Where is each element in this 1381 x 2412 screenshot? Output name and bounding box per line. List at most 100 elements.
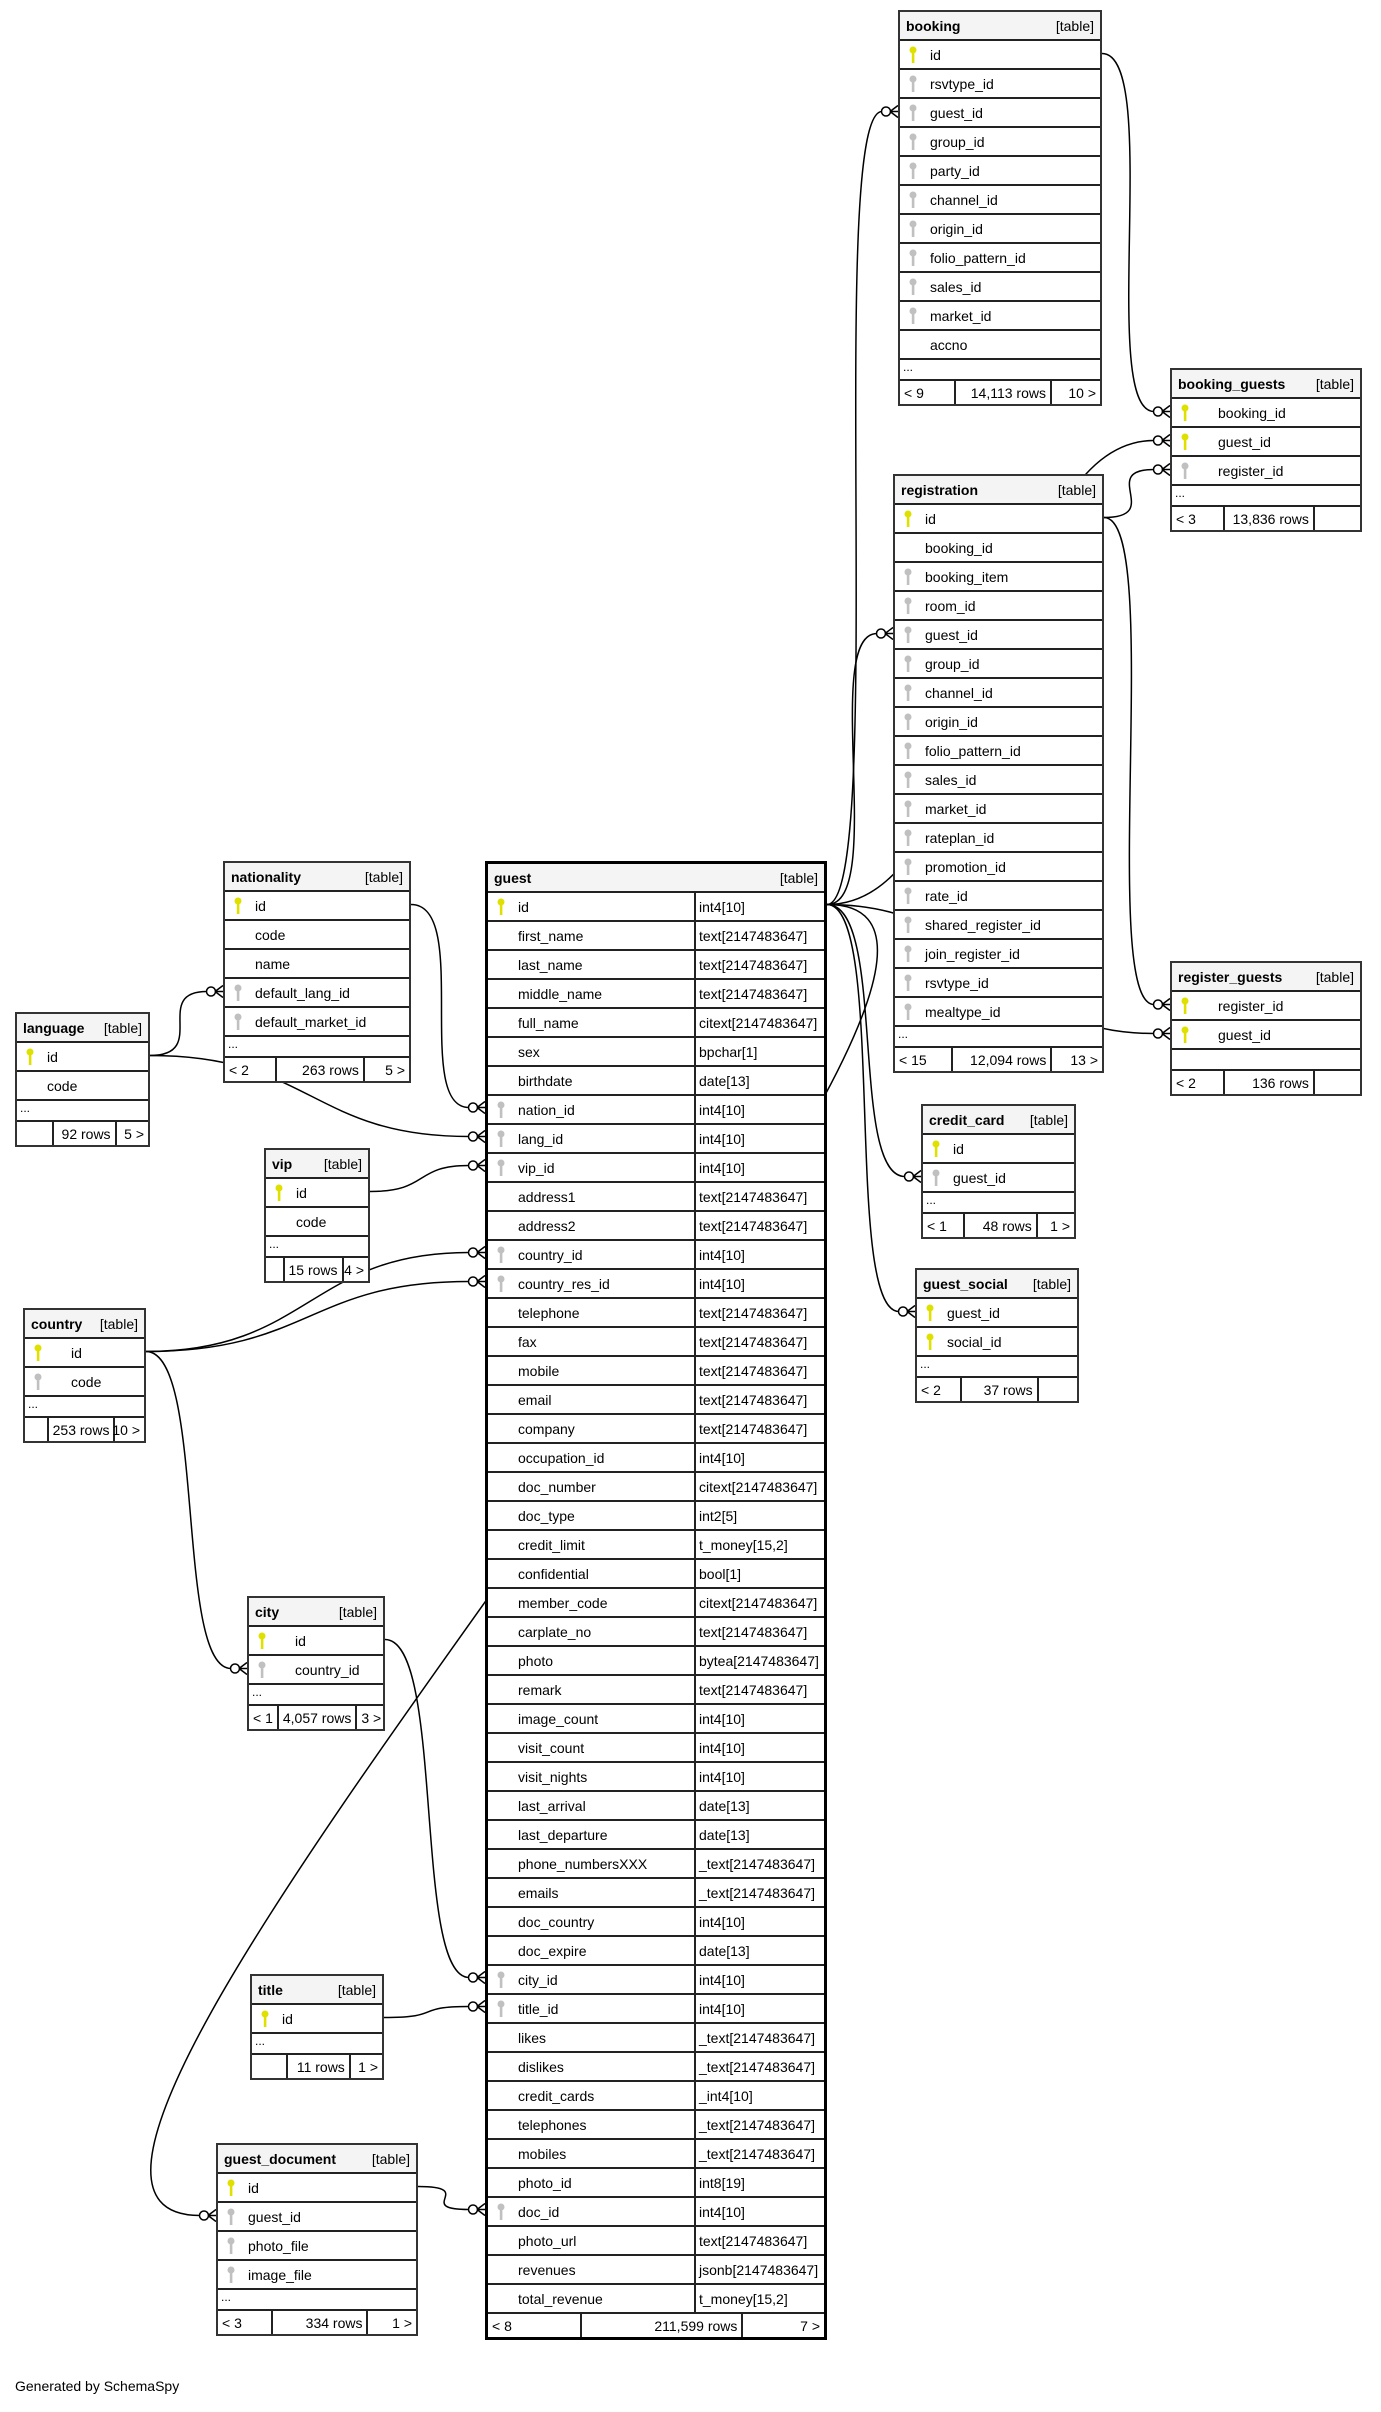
column-row[interactable]: default_lang_id xyxy=(225,979,409,1008)
column-row[interactable]: vip_id int4[10] xyxy=(488,1154,824,1183)
column-row[interactable]: origin_id xyxy=(895,708,1102,737)
column-row[interactable]: shared_register_id xyxy=(895,911,1102,940)
children-count[interactable]: 13 > xyxy=(1070,1051,1098,1068)
parents-count[interactable]: < 8 xyxy=(488,2314,583,2337)
column-row[interactable]: occupation_id int4[10] xyxy=(488,1444,824,1473)
column-row[interactable]: channel_id xyxy=(900,186,1100,215)
column-row[interactable]: id xyxy=(25,1339,144,1368)
column-row[interactable]: nation_id int4[10] xyxy=(488,1096,824,1125)
column-row[interactable]: photo bytea[2147483647] xyxy=(488,1647,824,1676)
table-register-guests[interactable]: register_guests [table] register_id gues… xyxy=(1170,961,1362,1096)
table-header[interactable]: city [table] xyxy=(249,1598,383,1627)
parents-count[interactable]: < 1 xyxy=(249,1706,279,1729)
column-row[interactable]: market_id xyxy=(900,302,1100,331)
children-count[interactable] xyxy=(1315,507,1360,530)
column-row[interactable]: id xyxy=(218,2174,416,2203)
column-row[interactable]: total_revenue t_money[15,2] xyxy=(488,2285,824,2314)
column-row[interactable]: phone_numbersXXX _text[2147483647] xyxy=(488,1850,824,1879)
column-row[interactable]: last_departure date[13] xyxy=(488,1821,824,1850)
column-row[interactable]: birthdate date[13] xyxy=(488,1067,824,1096)
column-row[interactable]: promotion_id xyxy=(895,853,1102,882)
table-title[interactable]: title [table] id ... 11 rows 1 > xyxy=(250,1974,384,2080)
column-row[interactable]: id xyxy=(895,505,1102,534)
column-row[interactable]: full_name citext[2147483647] xyxy=(488,1009,824,1038)
parents-count[interactable]: < 3 xyxy=(218,2311,274,2334)
table-header[interactable]: booking [table] xyxy=(900,12,1100,41)
table-guest-social[interactable]: guest_social [table] guest_id social_id … xyxy=(915,1268,1079,1403)
column-row[interactable]: register_id xyxy=(1172,992,1360,1021)
parents-count[interactable] xyxy=(25,1418,49,1441)
column-row[interactable]: code xyxy=(17,1072,148,1101)
column-row[interactable]: first_name text[2147483647] xyxy=(488,922,824,951)
table-booking[interactable]: booking [table] id rsvtype_id guest_id g… xyxy=(898,10,1102,406)
table-header[interactable]: register_guests [table] xyxy=(1172,963,1360,992)
column-row[interactable]: register_id xyxy=(1172,457,1360,486)
table-language[interactable]: language [table] id code ... 92 rows 5 > xyxy=(15,1012,150,1147)
column-row[interactable]: visit_count int4[10] xyxy=(488,1734,824,1763)
column-row[interactable]: visit_nights int4[10] xyxy=(488,1763,824,1792)
column-row[interactable]: mobile text[2147483647] xyxy=(488,1357,824,1386)
column-row[interactable]: sales_id xyxy=(895,766,1102,795)
column-row[interactable]: party_id xyxy=(900,157,1100,186)
column-row[interactable]: rateplan_id xyxy=(895,824,1102,853)
column-row[interactable]: guest_id xyxy=(1172,1021,1360,1050)
column-row[interactable]: id xyxy=(225,892,409,921)
column-row[interactable]: photo_file xyxy=(218,2232,416,2261)
column-row[interactable]: middle_name text[2147483647] xyxy=(488,980,824,1009)
column-row[interactable]: doc_expire date[13] xyxy=(488,1937,824,1966)
column-row[interactable]: code xyxy=(25,1368,144,1397)
column-row[interactable]: sales_id xyxy=(900,273,1100,302)
column-row[interactable]: code xyxy=(225,921,409,950)
children-count[interactable]: 5 > xyxy=(124,1125,144,1142)
children-count[interactable]: 1 > xyxy=(392,2314,412,2331)
column-row[interactable]: guest_id xyxy=(917,1299,1077,1328)
column-row[interactable]: rsvtype_id xyxy=(895,969,1102,998)
column-row[interactable]: name xyxy=(225,950,409,979)
parents-count[interactable]: < 2 xyxy=(225,1058,277,1081)
column-row[interactable]: id int4[10] xyxy=(488,893,824,922)
table-header[interactable]: registration [table] xyxy=(895,476,1102,505)
column-row[interactable]: id xyxy=(17,1043,148,1072)
children-count[interactable]: 5 > xyxy=(385,1061,405,1078)
column-row[interactable]: credit_cards _int4[10] xyxy=(488,2082,824,2111)
table-header[interactable]: guest_document [table] xyxy=(218,2145,416,2174)
column-row[interactable]: id xyxy=(900,41,1100,70)
column-row[interactable]: image_count int4[10] xyxy=(488,1705,824,1734)
column-row[interactable]: address2 text[2147483647] xyxy=(488,1212,824,1241)
column-row[interactable]: revenues jsonb[2147483647] xyxy=(488,2256,824,2285)
parents-count[interactable]: < 9 xyxy=(900,381,956,404)
table-registration[interactable]: registration [table] id booking_id booki… xyxy=(893,474,1104,1073)
column-row[interactable]: folio_pattern_id xyxy=(895,737,1102,766)
table-header[interactable]: booking_guests [table] xyxy=(1172,370,1360,399)
table-header[interactable]: language [table] xyxy=(17,1014,148,1043)
children-count[interactable]: 1 > xyxy=(1050,1217,1070,1234)
column-row[interactable]: email text[2147483647] xyxy=(488,1386,824,1415)
column-row[interactable]: credit_limit t_money[15,2] xyxy=(488,1531,824,1560)
column-row[interactable]: carplate_no text[2147483647] xyxy=(488,1618,824,1647)
table-header[interactable]: vip [table] xyxy=(266,1150,368,1179)
column-row[interactable]: id xyxy=(252,2005,382,2034)
column-row[interactable]: id xyxy=(923,1135,1074,1164)
table-guest[interactable]: guest [table] id int4[10] first_name tex… xyxy=(485,861,827,2340)
table-country[interactable]: country [table] id code ... 253 rows 10 … xyxy=(23,1308,146,1443)
column-row[interactable]: default_market_id xyxy=(225,1008,409,1037)
column-row[interactable]: guest_id xyxy=(895,621,1102,650)
column-row[interactable]: last_name text[2147483647] xyxy=(488,951,824,980)
column-row[interactable]: image_file xyxy=(218,2261,416,2290)
column-row[interactable]: mobiles _text[2147483647] xyxy=(488,2140,824,2169)
children-count[interactable] xyxy=(1039,1378,1077,1401)
column-row[interactable]: booking_id xyxy=(895,534,1102,563)
table-header[interactable]: nationality [table] xyxy=(225,863,409,892)
column-row[interactable]: rsvtype_id xyxy=(900,70,1100,99)
column-row[interactable]: country_res_id int4[10] xyxy=(488,1270,824,1299)
table-header[interactable]: title [table] xyxy=(252,1976,382,2005)
column-row[interactable]: folio_pattern_id xyxy=(900,244,1100,273)
column-row[interactable]: dislikes _text[2147483647] xyxy=(488,2053,824,2082)
column-row[interactable]: group_id xyxy=(900,128,1100,157)
column-row[interactable]: country_id int4[10] xyxy=(488,1241,824,1270)
column-row[interactable]: origin_id xyxy=(900,215,1100,244)
table-header[interactable]: credit_card [table] xyxy=(923,1106,1074,1135)
table-header[interactable]: guest [table] xyxy=(488,864,824,893)
table-header[interactable]: guest_social [table] xyxy=(917,1270,1077,1299)
parents-count[interactable]: < 3 xyxy=(1172,507,1225,530)
